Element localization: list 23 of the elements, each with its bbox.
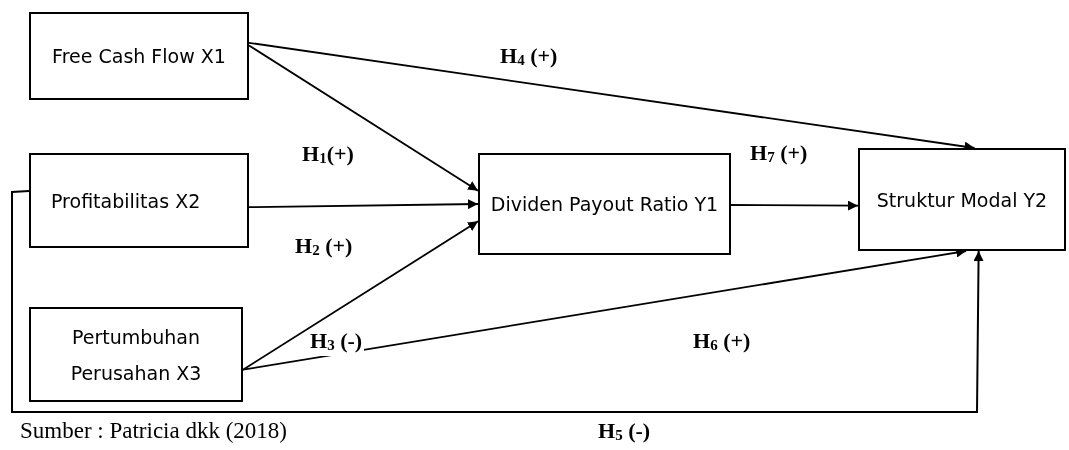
arrow bbox=[11, 190, 984, 413]
variable-name: Dividen Payout Ratio Y1 bbox=[489, 192, 720, 217]
variable-box bbox=[29, 307, 243, 402]
arrow bbox=[242, 220, 479, 371]
arrow bbox=[730, 200, 859, 211]
edge-label: H$_{1}$(+) bbox=[300, 143, 356, 169]
variable-box bbox=[29, 12, 249, 100]
edge-label: H$_{2}$ (+) bbox=[293, 235, 355, 261]
variable-name: Pertumbuhan Perusahan X3 bbox=[69, 324, 203, 386]
edge-label: H$_{4}$ (+) bbox=[498, 45, 560, 71]
edge-label: H$_{7}$ (+) bbox=[748, 142, 810, 168]
arrow bbox=[248, 199, 479, 210]
variable-box bbox=[478, 153, 731, 255]
arrow bbox=[248, 44, 479, 192]
source-caption: Sumber : Patricia dkk (2018) bbox=[20, 418, 287, 444]
variable-box bbox=[858, 148, 1066, 251]
variable-name: Struktur Modal Y2 bbox=[875, 187, 1049, 213]
variable-name: Free Cash Flow X1 bbox=[51, 44, 227, 69]
variable-name: Profitabilitas X2 bbox=[50, 188, 202, 214]
variable-box bbox=[29, 153, 249, 248]
edge-label: H$_{3}$ (-) bbox=[308, 330, 365, 356]
edge-label: H$_{6}$ (+) bbox=[691, 330, 753, 356]
edge-label: H$_{5}$ (-) bbox=[596, 420, 653, 446]
